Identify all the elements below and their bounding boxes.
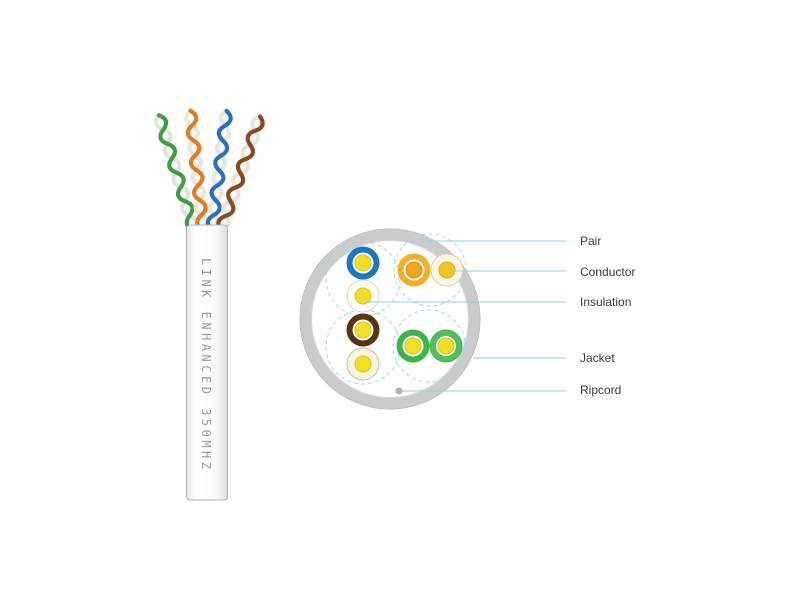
wire-green: [396, 329, 430, 363]
wire-white-brown: [346, 347, 380, 381]
wire-white-blue: [346, 279, 380, 313]
label-jacket: Jacket: [580, 351, 615, 365]
wire-white-green: [429, 329, 463, 363]
cable-print-text: LINK ENHANCED 350MHZ: [199, 258, 213, 473]
wire-blue: [346, 246, 380, 280]
label-pair: Pair: [580, 234, 602, 248]
leader-lines: [366, 240, 566, 392]
cable-body: [186, 224, 228, 501]
pair-circle-green: [392, 309, 466, 383]
twisted-pair-orange: [185, 110, 207, 230]
twisted-pair-blue: [207, 110, 232, 230]
label-ripcord: Ripcord: [580, 383, 622, 397]
wire-brown: [346, 313, 380, 347]
label-conductor: Conductor: [580, 265, 636, 279]
wire-white-orange: [430, 253, 464, 287]
ripcord-dot: [395, 387, 403, 395]
pair-circle-orange: [393, 233, 467, 307]
label-insulation: Insulation: [580, 295, 632, 309]
wire-orange: [397, 253, 431, 287]
cross-section: [299, 228, 481, 410]
